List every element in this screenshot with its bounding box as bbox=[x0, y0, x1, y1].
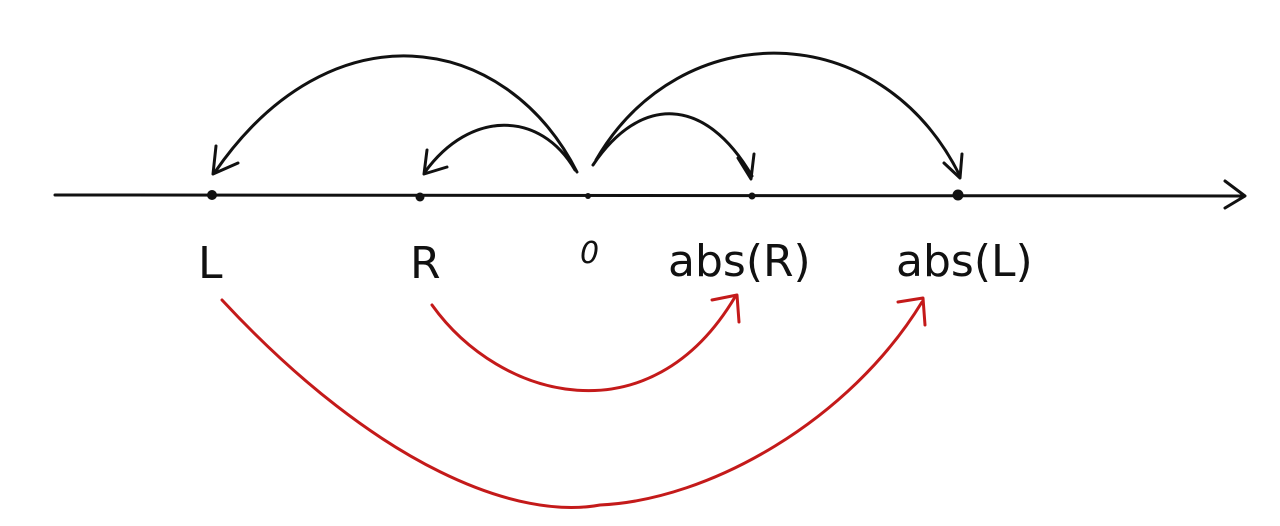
point-absL bbox=[952, 189, 964, 201]
arrow-zero-to-L bbox=[213, 54, 579, 174]
axis-arrowhead bbox=[1223, 179, 1247, 210]
point-zero bbox=[585, 193, 591, 199]
arrow-R-to-absR bbox=[430, 295, 737, 393]
label-R: R bbox=[410, 238, 441, 289]
arrow-zero-to-absL-head bbox=[942, 152, 964, 180]
label-absR: abs(R) bbox=[668, 236, 811, 287]
arrow-L-to-absL-head bbox=[896, 296, 927, 327]
point-R bbox=[415, 192, 425, 202]
label-zero: 0 bbox=[580, 236, 599, 271]
points bbox=[207, 189, 964, 202]
red-arrows bbox=[220, 293, 927, 509]
axis-line bbox=[53, 193, 1245, 198]
label-absL: abs(L) bbox=[896, 236, 1033, 287]
arrow-zero-to-R bbox=[423, 123, 577, 174]
arrow-zero-to-L-head bbox=[211, 144, 240, 176]
number-line bbox=[53, 179, 1247, 210]
arrow-R-to-absR-head bbox=[710, 293, 741, 324]
arrow-zero-to-absR bbox=[591, 112, 754, 178]
black-arrows bbox=[211, 51, 964, 181]
point-L bbox=[207, 190, 217, 200]
arrow-zero-to-R-head bbox=[422, 148, 449, 176]
arrow-zero-to-absL bbox=[594, 51, 962, 178]
labels: L R 0 abs(R) abs(L) bbox=[198, 236, 1033, 289]
point-absR bbox=[748, 192, 756, 200]
label-L: L bbox=[198, 238, 223, 289]
arrow-L-to-absL bbox=[220, 298, 924, 509]
arrow-zero-to-absR-head bbox=[736, 152, 756, 181]
